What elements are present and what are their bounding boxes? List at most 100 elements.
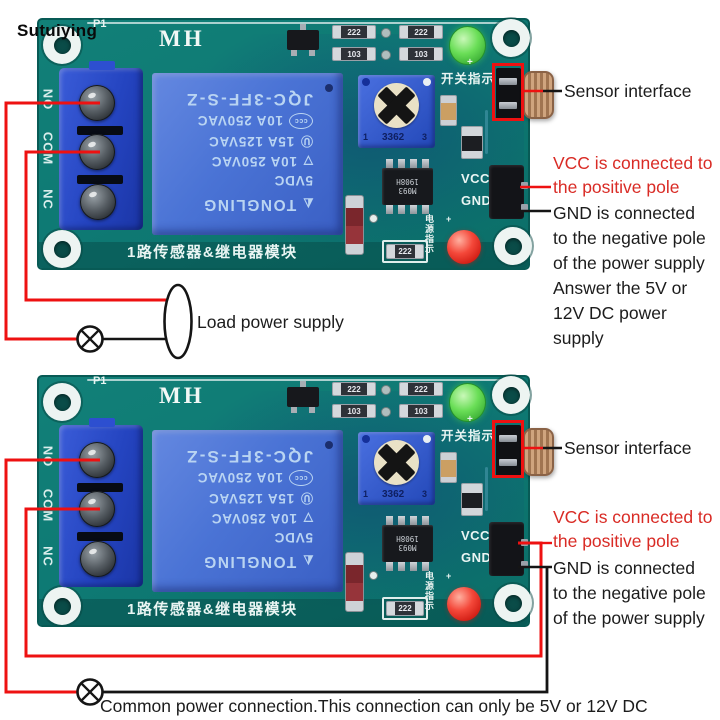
terminal-screw-com	[79, 134, 115, 170]
designator-label: P1	[93, 375, 107, 387]
ic-markings: M093 1908H	[382, 525, 433, 562]
relay-module-photo-top: P1 MH NO COM NC ◭ TONGLING 5VDC ▽ 10A 25…	[37, 18, 554, 270]
relay-rating-line: ccc 10A 250VAC	[152, 470, 313, 486]
terminal-label-no: NO	[40, 88, 56, 111]
terminal-tab	[89, 61, 115, 70]
red-indicator-led	[447, 587, 481, 621]
pot-corner-dot	[423, 435, 431, 443]
mounting-hole	[492, 376, 530, 414]
relay-rating-text: 10A 250VAC	[196, 470, 283, 486]
terminal-screw-nc	[80, 184, 116, 220]
relay-markings: ◭ TONGLING 5VDC ▽ 10A 250VAC Ⓤ 15A 125VA…	[152, 73, 343, 235]
mounting-hole	[43, 26, 81, 64]
module-title-label: 1路传感器&继电器模块	[127, 601, 298, 618]
pcb-trace	[485, 110, 488, 154]
vcc-annotation-line: VCC is connected to	[553, 507, 713, 527]
power-header-connector	[489, 522, 528, 576]
relay-rating-text: 15A 125VAC	[208, 491, 295, 506]
switch-indicator-label: 开关指示	[441, 72, 496, 86]
ic-date-code: 1908H	[396, 534, 419, 544]
red-indicator-led	[447, 230, 481, 264]
pot-pin3-label: 3	[422, 132, 428, 142]
gnd-annotation-line: to the negative pole	[553, 583, 706, 603]
relay-rating-text: 10A 250VAC	[196, 113, 283, 129]
lamp-symbol-bottom	[76, 678, 104, 706]
comparator-ic: M093 1908H	[382, 159, 433, 214]
smd-capacitor	[440, 95, 457, 126]
relay-coil-voltage: 5VDC	[273, 530, 313, 545]
terminal-label-no: NO	[40, 445, 56, 468]
gnd-annotation-bottom: GND is connected to the negative pole of…	[553, 556, 706, 631]
vcc-label: VCC	[461, 528, 490, 543]
terminal-divider	[77, 532, 123, 541]
relay-brand-line: ◭ TONGLING	[152, 552, 313, 570]
power-indicator-label: 电源指示	[424, 214, 434, 254]
relay-brand-logo-icon: ◭	[302, 197, 313, 211]
pot-pin3-label: 3	[422, 489, 428, 499]
gnd-annotation-line: to the negative pole	[553, 228, 706, 248]
mounting-hole	[43, 383, 81, 421]
terminal-tab	[89, 418, 115, 427]
vcc-annotation-line: the positive pole	[553, 177, 680, 197]
pot-model-label: 3362	[382, 132, 405, 143]
sensor-interface-label-bottom: Sensor interface	[564, 438, 692, 458]
terminal-divider	[77, 483, 123, 492]
gnd-label: GND	[461, 550, 492, 565]
gnd-annotation-line: Answer the 5V or	[553, 278, 688, 298]
mounting-hole	[494, 584, 532, 622]
common-power-label: Common power connection.This connection …	[100, 696, 648, 716]
mounting-hole	[43, 230, 81, 268]
vcc-annotation-line: VCC is connected to	[553, 153, 713, 173]
designator-label: P1	[93, 18, 107, 30]
photoresistor	[523, 71, 554, 119]
relay-model-line: JQC-3FF-S-Z	[152, 446, 313, 466]
smd-pad-pair	[461, 126, 483, 159]
cert-ccc-icon: ccc	[289, 470, 313, 486]
power-indicator-label: 电源指示	[424, 571, 434, 611]
sensor-header-pins	[496, 425, 521, 477]
relay-rating-line: ccc 10A 250VAC	[152, 113, 313, 129]
resistor-silkscreen-frame: 222	[382, 240, 428, 263]
cert-triangle-icon: ▽	[302, 511, 313, 526]
relay: ◭ TONGLING 5VDC ▽ 10A 250VAC Ⓤ 15A 125VA…	[152, 73, 343, 235]
relay-brand-text: TONGLING	[202, 196, 297, 213]
terminal-screw-no	[79, 442, 115, 478]
cert-triangle-icon: ▽	[302, 154, 313, 169]
module-title-label: 1路传感器&继电器模块	[127, 244, 298, 261]
mounting-hole	[494, 227, 532, 265]
terminal-label-com: COM	[40, 131, 56, 166]
smd-diode	[345, 195, 364, 255]
gnd-annotation-line: 12V DC power	[553, 303, 667, 323]
smd-resistor: 222	[332, 382, 376, 396]
relay-markings: ◭ TONGLING 5VDC ▽ 10A 250VAC Ⓤ 15A 125VA…	[152, 430, 343, 592]
relay-module-photo-bottom: P1 MH NO COM NC ◭ TONGLING 5VDC ▽ 10A 25…	[37, 375, 554, 627]
pot-pin1-label: 1	[363, 489, 369, 499]
smd-resistor: 103	[399, 404, 443, 418]
terminal-label-nc: NC	[40, 189, 56, 210]
via-pad	[381, 407, 391, 417]
pot-dial	[374, 440, 419, 485]
smd-resistor: 222	[399, 382, 443, 396]
mounting-hole	[43, 587, 81, 625]
pcb-trace	[485, 467, 488, 511]
cert-ul-icon: Ⓤ	[300, 491, 313, 505]
smd-resistor: 222	[386, 601, 424, 616]
resistor-silkscreen-frame: 222	[382, 597, 428, 620]
terminal-screw-no	[79, 85, 115, 121]
lamp-cross-bottom	[80, 682, 100, 702]
smd-capacitor	[440, 452, 457, 483]
plus-mark: +	[446, 214, 452, 224]
terminal-divider	[77, 175, 123, 184]
terminal-label-nc: NC	[40, 546, 56, 567]
via-pad	[369, 214, 378, 223]
gnd-annotation-line: GND is connected	[553, 203, 696, 223]
pot-model-label: 3362	[382, 489, 405, 500]
smd-transistor	[287, 381, 319, 413]
ic-part-number: M093	[398, 543, 417, 553]
relay-rating-line: ▽ 10A 250VAC	[152, 511, 313, 526]
relay-rating-line: Ⓤ 15A 125VAC	[152, 490, 313, 507]
gnd-annotation-line: of the power supply	[553, 253, 705, 273]
smd-resistor: 222	[386, 244, 424, 259]
cert-ccc-icon: ccc	[289, 113, 313, 129]
green-indicator-led	[449, 26, 486, 65]
